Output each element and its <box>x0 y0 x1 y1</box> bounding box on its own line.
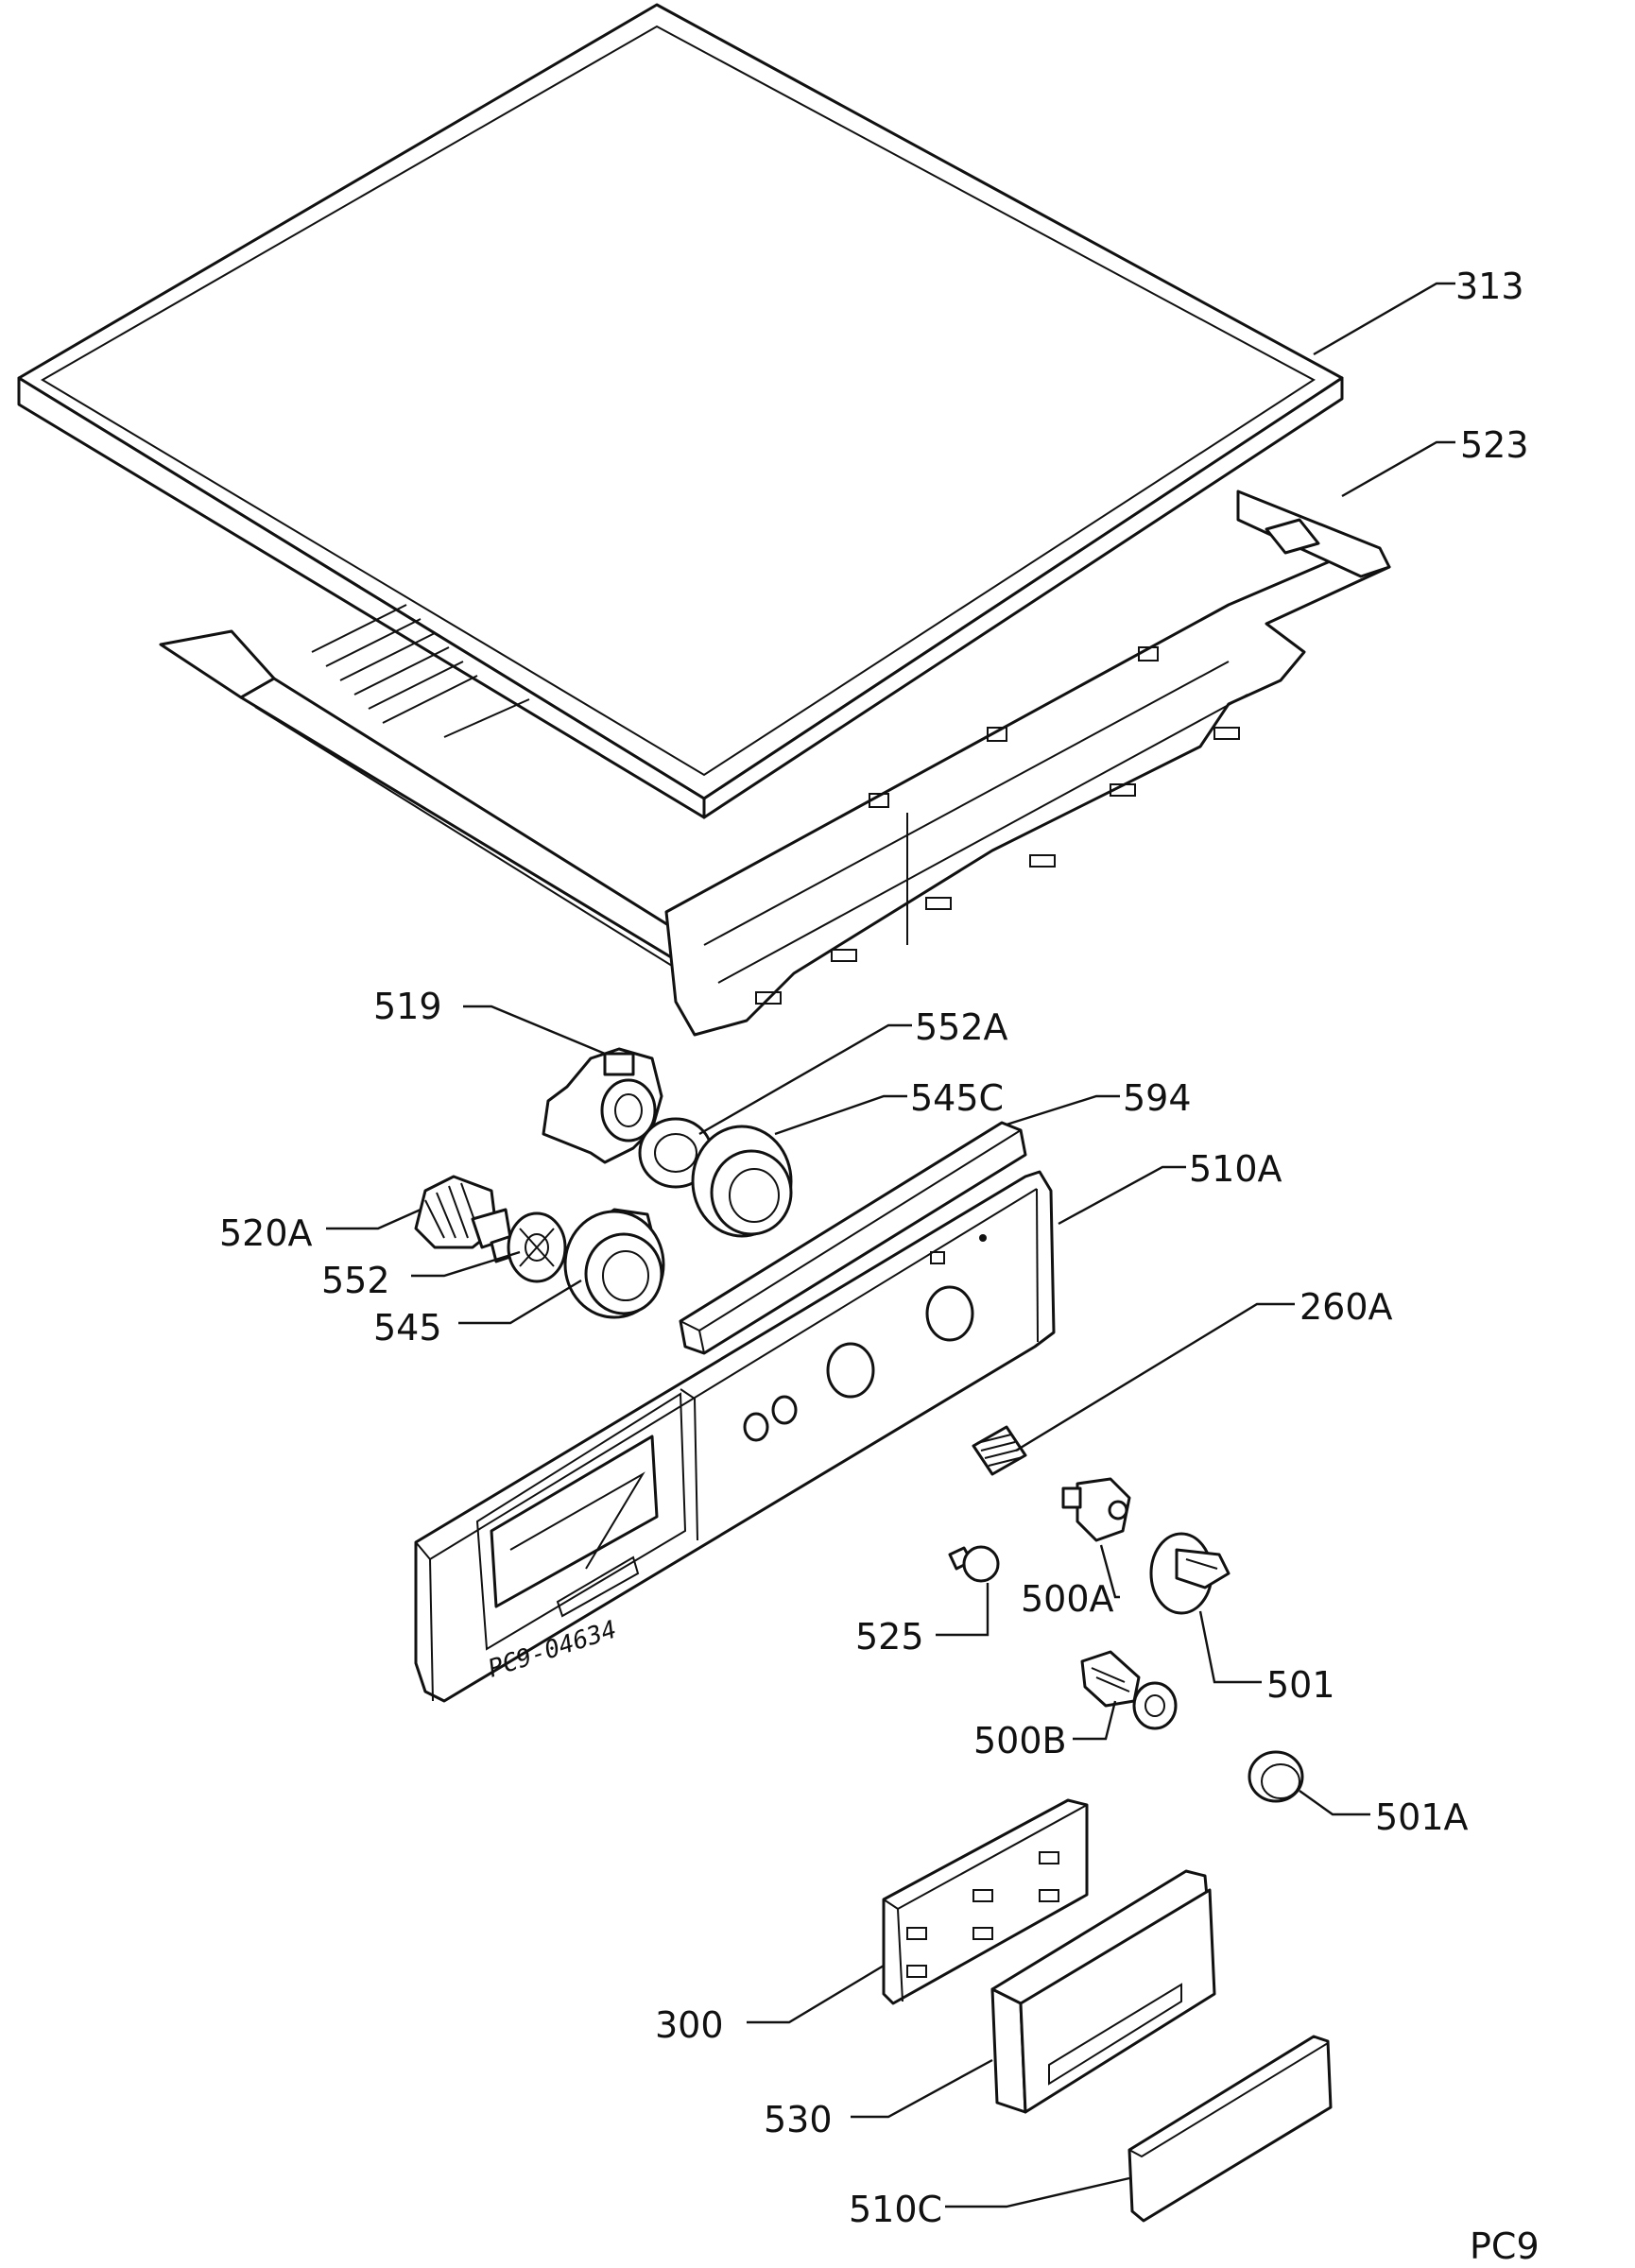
switch-500b <box>1080 1650 1178 1730</box>
dispenser-support-300 <box>882 1798 1089 2005</box>
label-500a: 500A <box>1021 1578 1114 1620</box>
handle-insert-510c <box>1127 2035 1333 2223</box>
spring-260a <box>972 1425 1027 1476</box>
switch-500a <box>1061 1477 1131 1542</box>
selector-knob-520a <box>414 1175 512 1249</box>
label-501a: 501A <box>1375 1796 1469 1838</box>
label-300: 300 <box>655 2004 724 2046</box>
label-520a: 520A <box>219 1212 313 1254</box>
spindle-552 <box>490 1211 567 1283</box>
knob-545c <box>691 1125 793 1238</box>
part-labels: 313 523 519 552A 545C 594 510A 520A 552 … <box>219 266 1529 2230</box>
front-panel-510a <box>414 1170 1056 1703</box>
label-525: 525 <box>855 1616 924 1658</box>
pushbutton-525 <box>948 1545 1000 1583</box>
label-501: 501 <box>1266 1664 1335 1706</box>
label-500b: 500B <box>973 1720 1067 1761</box>
leader-lines <box>326 282 1455 2208</box>
label-552: 552 <box>321 1260 390 1301</box>
sheet-code: PC9 <box>1470 2225 1540 2267</box>
cap-501a <box>1248 1750 1304 1803</box>
knob-501 <box>1149 1532 1231 1615</box>
label-545: 545 <box>373 1307 442 1349</box>
label-510c: 510C <box>849 2189 942 2230</box>
selector-housing <box>542 1047 663 1164</box>
label-545c: 545C <box>910 1077 1004 1119</box>
label-552a: 552A <box>915 1006 1008 1048</box>
label-510a: 510A <box>1189 1148 1282 1190</box>
label-594: 594 <box>1123 1077 1192 1119</box>
light-diffuser-594 <box>679 1121 1027 1355</box>
label-530: 530 <box>764 2099 833 2140</box>
worktop-lid <box>17 3 1344 819</box>
knob-545 <box>563 1208 665 1319</box>
label-523: 523 <box>1460 424 1529 466</box>
label-519: 519 <box>373 986 442 1027</box>
label-313: 313 <box>1455 266 1524 307</box>
control-panel-frame <box>159 490 1391 1037</box>
label-260a: 260A <box>1299 1286 1393 1328</box>
dispenser-drawer-530 <box>990 1869 1216 2114</box>
